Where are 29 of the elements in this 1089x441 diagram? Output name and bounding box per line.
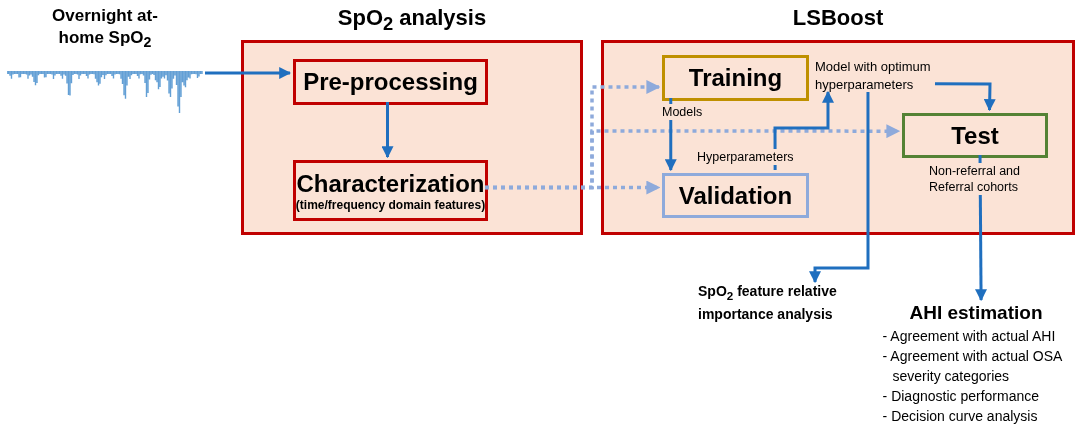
box-title: Test — [951, 121, 999, 150]
result-text: Model with optimum hyperparameters — [815, 58, 932, 94]
bullet-item: - Diagnostic performance — [881, 387, 1040, 406]
process-box — [293, 59, 488, 105]
process-box — [662, 55, 809, 101]
edge-label: Models — [661, 104, 704, 120]
bullet-item: - Decision curve analysis — [881, 407, 1039, 426]
process-box — [902, 113, 1048, 158]
output-title: AHI estimation — [908, 301, 1044, 325]
box-title: Pre-processing — [303, 68, 478, 96]
dotted-arrow — [485, 124, 901, 190]
arrow — [205, 67, 292, 79]
panel-heading: SpO$_{2}$ analysis — [336, 5, 488, 36]
bullet-item: - Agreement with actual OSA severity categories — [881, 347, 1063, 386]
edge-label: Hyperparameters — [696, 149, 795, 165]
arrow — [773, 90, 834, 170]
box-title: Training — [688, 64, 783, 92]
arrow — [381, 102, 394, 159]
box-title: Characterization — [296, 169, 485, 198]
source-heading: Overnight at-home SpO$_{2}$ — [51, 5, 159, 53]
process-box — [293, 160, 488, 221]
bullet-item: - Agreement with actual AHI — [881, 327, 1057, 346]
arrow — [809, 92, 870, 284]
box-title: Validation — [678, 181, 793, 210]
process-box — [662, 173, 809, 218]
panel-heading: LSBoost — [791, 5, 885, 31]
box-subtitle: (time/frequency domain features) — [295, 197, 486, 212]
output-title: SpO$_{2}$ feature relative importance analysis — [698, 282, 838, 323]
arrow — [935, 82, 996, 112]
